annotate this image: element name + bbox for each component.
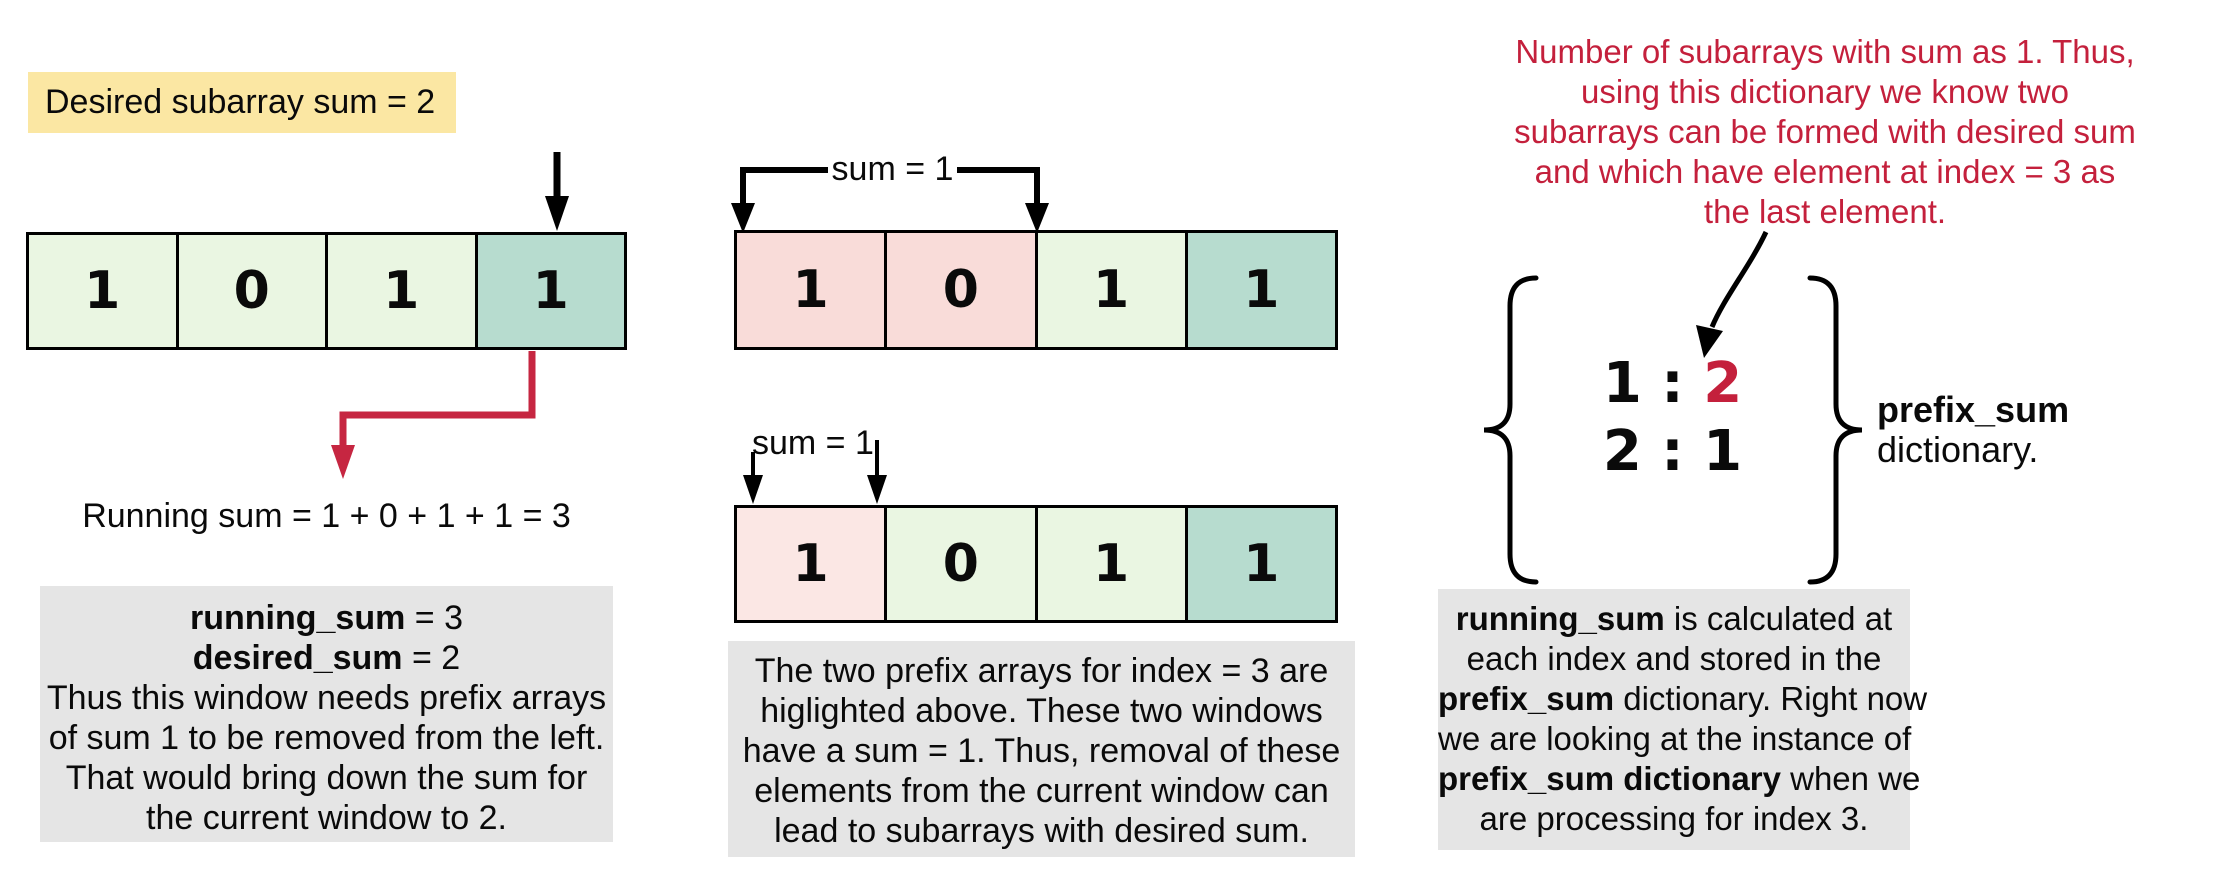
note-line: prefix_sum dictionary when we [1438,760,1921,797]
middle-array1-cell-1: 0 [887,233,1038,347]
prefix-sum-caption-word: dictionary. [1877,429,2039,470]
sum-bracket-label-top: sum = 1 [810,150,975,189]
note-line: elements from the current window can [754,772,1329,810]
middle-note-box: The two prefix arrays for index = 3 are … [728,641,1355,857]
annotation-pointer-arrow-icon [1696,230,1769,358]
sum-bracket-label-lower: sum = 1 [752,424,874,462]
red-note-line: Number of subarrays with sum as 1. Thus, [1515,33,2135,70]
middle-array-1: 1 0 1 1 [734,230,1338,350]
middle-array1-cell-3: 1 [1187,233,1335,347]
left-note-box: running_sum = 3 desired_sum = 2 Thus thi… [40,586,613,842]
middle-array2-cell-3: 1 [1187,508,1335,620]
middle-array1-cell-2: 1 [1037,233,1188,347]
dict-entry-2: 2 : 1 [1602,419,1743,484]
dict-entry-1: 1 : 2 [1602,351,1743,416]
note-line: running_sum = 3 [189,599,463,637]
red-note-line: and which have element at index = 3 as [1534,153,2116,190]
middle-array2-cell-0: 1 [737,508,888,620]
note-line: Thus this window needs prefix arrays [46,679,607,717]
desired-sum-label: Desired subarray sum = 2 [28,72,456,133]
prefix-sum-caption-name: prefix_sum [1877,389,2070,430]
prefix-sum-caption: prefix_sum dictionary. [1877,390,2069,470]
left-array-cell-1: 0 [178,235,328,347]
prefix-sum-dictionary-values: 1 : 2 2 : 1 [1535,350,1810,486]
note-line: are processing for index 3. [1479,800,1869,837]
note-line: The two prefix arrays for index = 3 are [754,652,1329,690]
red-note-line: the last element. [1703,193,1947,230]
left-curly-brace-icon [1483,275,1539,585]
middle-array-2: 1 0 1 1 [734,505,1338,623]
note-line: lead to subarrays with desired sum. [774,812,1309,850]
running-sum-equation: Running sum = 1 + 0 + 1 + 1 = 3 [82,497,571,535]
current-index-arrow-icon [545,152,569,231]
red-note-line: subarrays can be formed with desired sum [1514,113,2136,150]
note-line: running_sum is calculated at [1455,600,1893,637]
right-red-annotation: Number of subarrays with sum as 1. Thus,… [1450,32,2200,232]
middle-array2-cell-1: 0 [887,508,1038,620]
note-line: higlighted above. These two windows [760,692,1323,730]
note-line: desired_sum = 2 [192,639,461,677]
red-note-line: using this dictionary we know two [1581,73,2069,110]
left-array-cell-2: 1 [328,235,478,347]
left-array: 1 0 1 1 [26,232,627,350]
note-line: the current window to 2. [146,799,507,837]
note-line: we are looking at the instance of [1438,720,1912,757]
note-line: each index and stored in the [1466,640,1882,677]
middle-array1-cell-0: 1 [737,233,888,347]
note-line: That would bring down the sum for [65,759,588,797]
left-array-cell-3: 1 [477,235,624,347]
middle-array2-cell-2: 1 [1037,508,1188,620]
note-line: of sum 1 to be removed from the left. [48,719,605,757]
running-sum-arrow-icon [331,351,536,479]
right-note-box: running_sum is calculated at each index … [1438,589,1928,850]
note-line: prefix_sum dictionary. Right now [1438,680,1928,717]
left-array-cell-0: 1 [29,235,179,347]
right-curly-brace-icon [1807,275,1863,585]
note-line: have a sum = 1. Thus, removal of these [742,732,1341,770]
